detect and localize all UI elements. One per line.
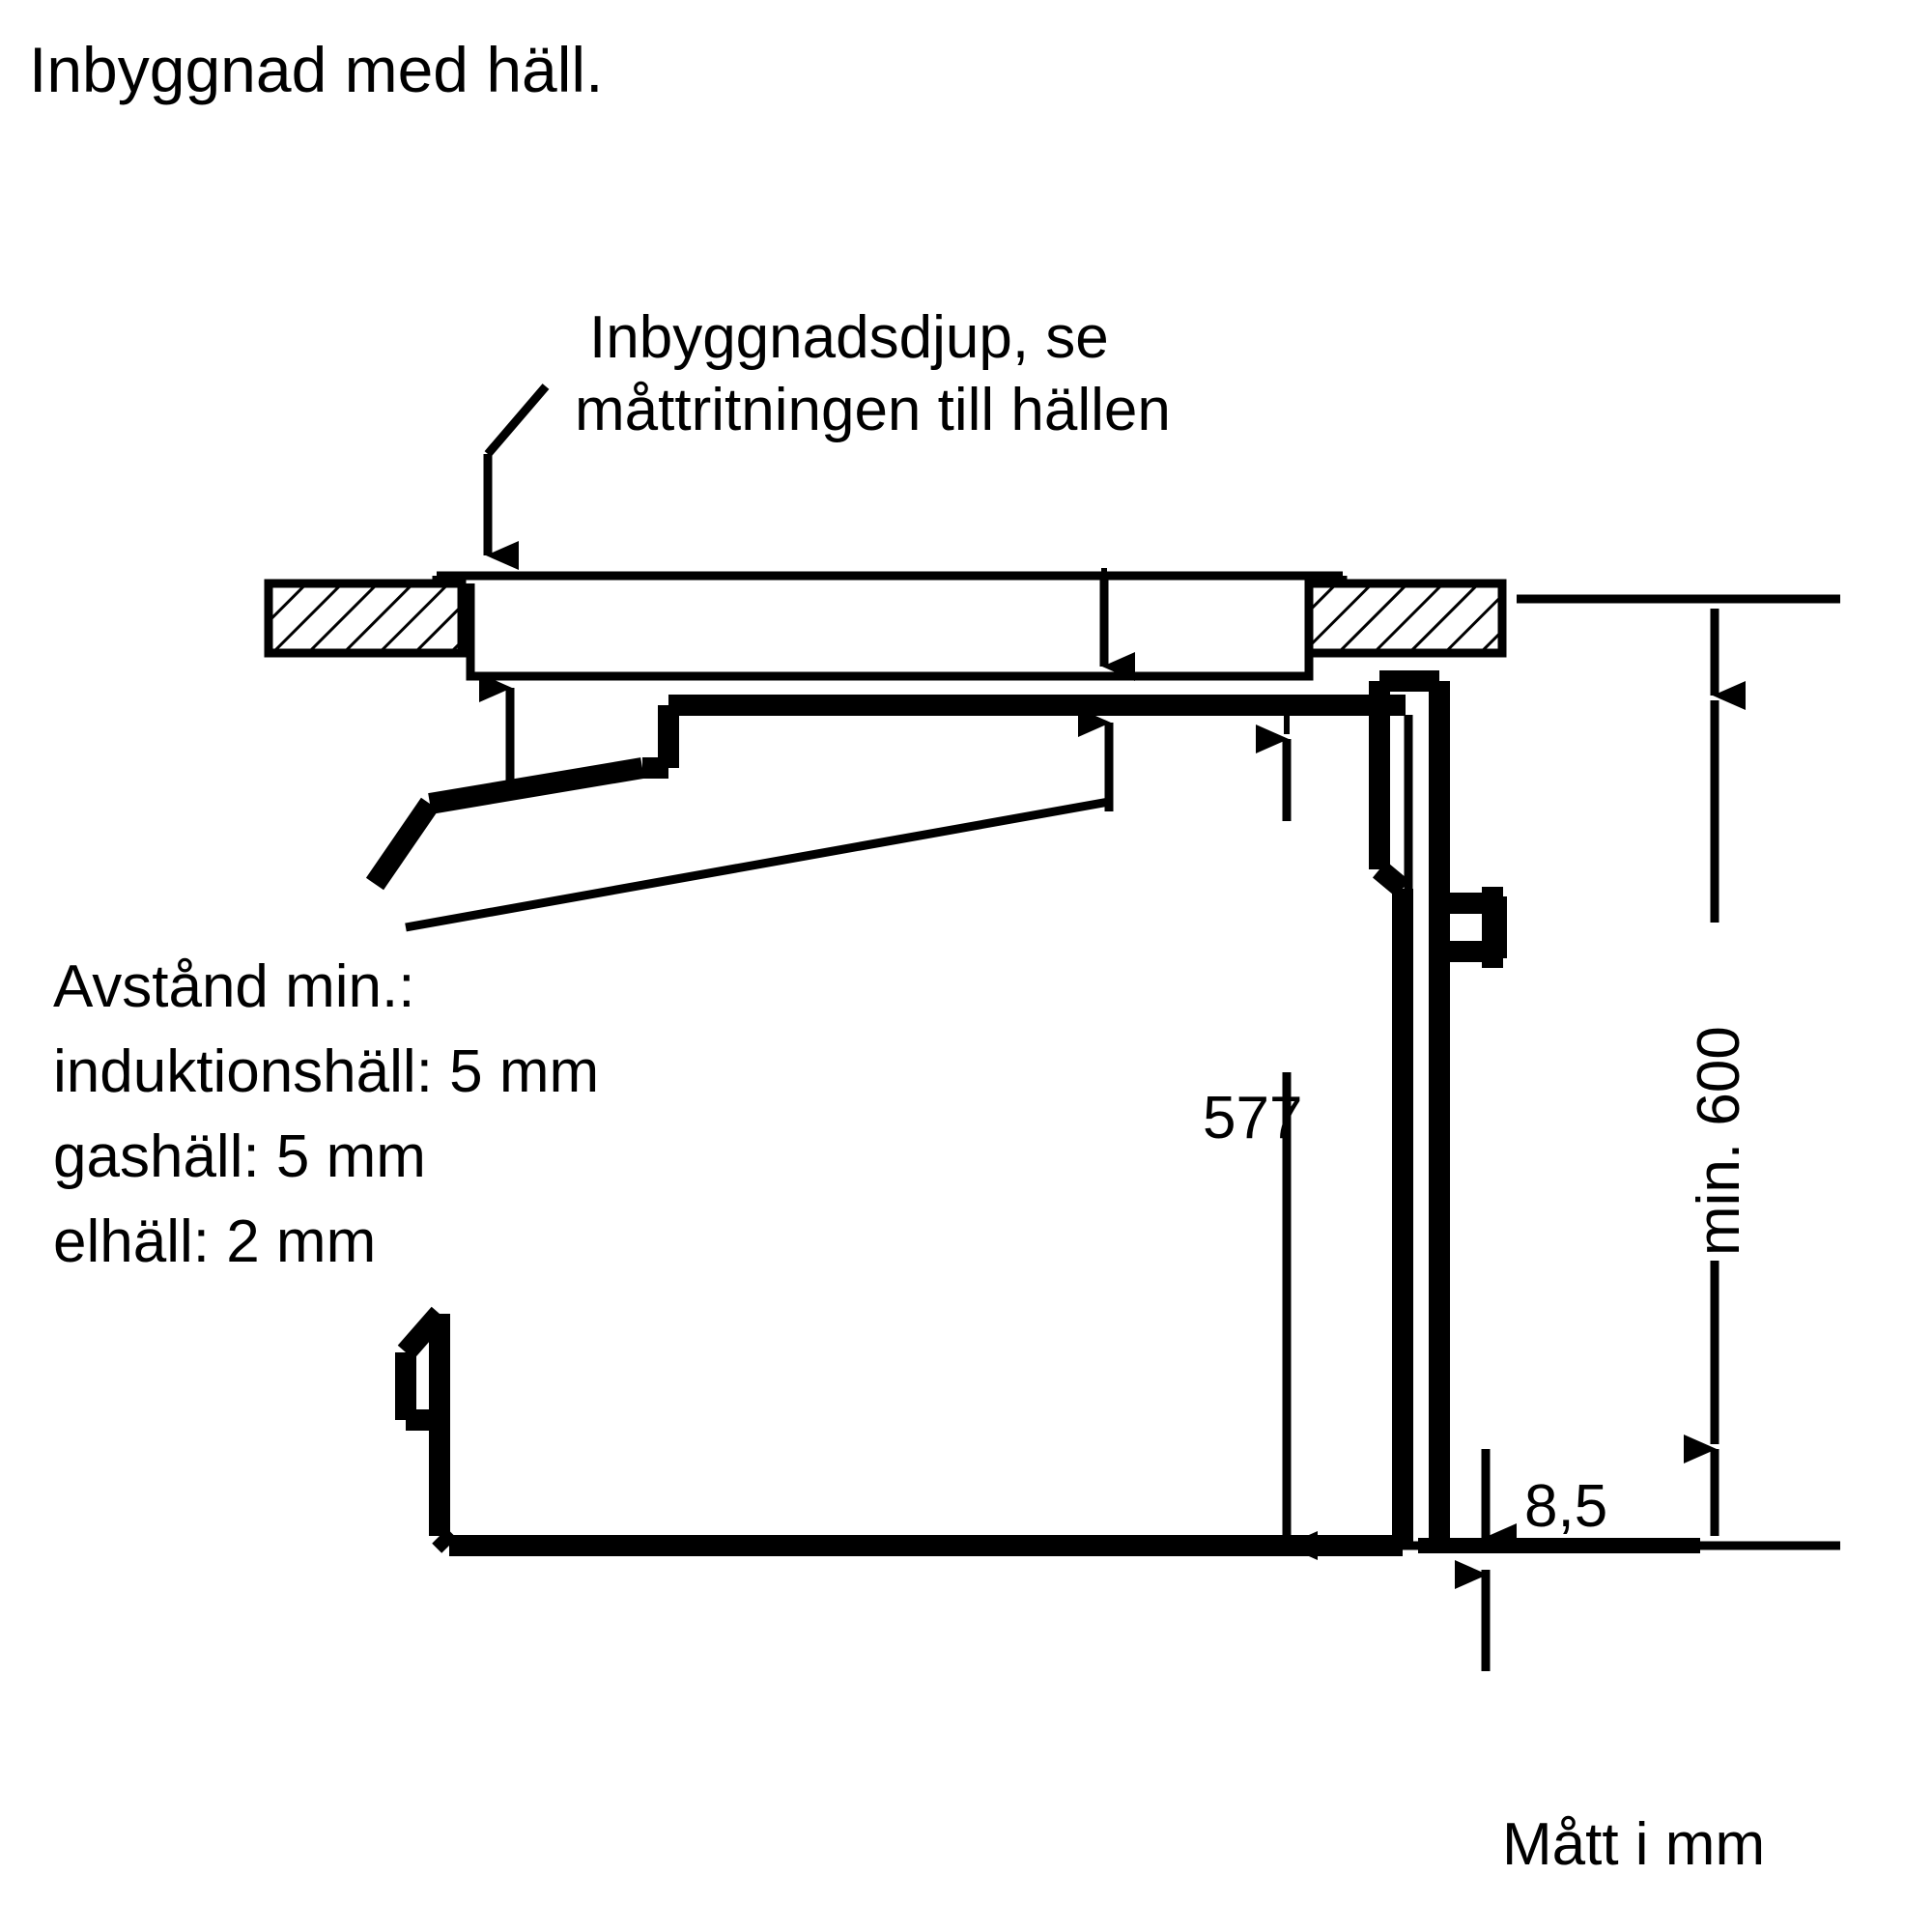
worktop bbox=[264, 579, 1507, 658]
min-distance-note: Avstånd min.: induktionshäll: 5 mm gashä… bbox=[53, 953, 599, 1275]
oven-door bbox=[1369, 670, 1450, 1550]
dimension-8-5-label: 8,5 bbox=[1524, 1473, 1607, 1540]
dimension-min-600: min. 600 bbox=[1401, 594, 1840, 1550]
oven-top-panel bbox=[365, 695, 1406, 891]
min-distance-item-gas: gashäll: 5 mm bbox=[53, 1123, 426, 1190]
footer-units-note: Mått i mm bbox=[1502, 1811, 1765, 1878]
built-in-depth-line2: måttritningen till hällen bbox=[575, 377, 1171, 443]
built-in-depth-leader bbox=[483, 384, 550, 570]
min-distance-item-induction: induktionshäll: 5 mm bbox=[53, 1038, 599, 1105]
oven-body bbox=[395, 1306, 1403, 1556]
dimension-577: 577 bbox=[1203, 705, 1318, 1560]
page-title: Inbyggnad med häll. bbox=[29, 34, 603, 105]
hob-cooktop bbox=[432, 571, 1348, 681]
min-distance-item-electric: elhäll: 2 mm bbox=[53, 1208, 376, 1275]
dimension-min-600-label: min. 600 bbox=[1686, 1026, 1752, 1256]
min-distance-heading: Avstånd min.: bbox=[53, 953, 414, 1020]
dimension-8-5: 8,5 bbox=[1418, 1449, 1700, 1671]
oven-top-inner-edge bbox=[405, 797, 1110, 932]
built-in-depth-line1: Inbyggnadsdjup, se bbox=[589, 304, 1109, 371]
dimension-577-label: 577 bbox=[1203, 1085, 1302, 1151]
oven-door-handle bbox=[1439, 887, 1507, 968]
